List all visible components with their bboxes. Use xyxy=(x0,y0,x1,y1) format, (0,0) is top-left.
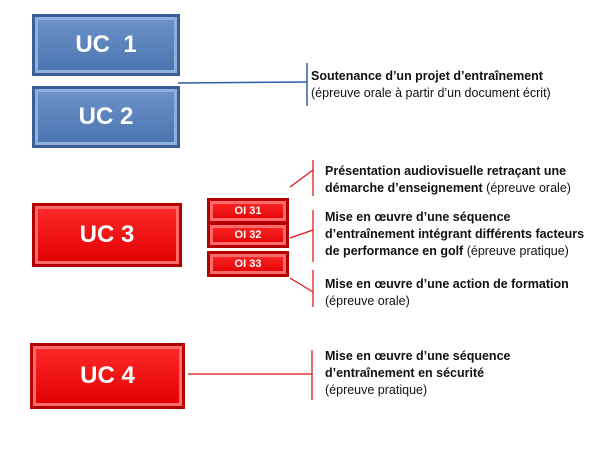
uc3-desc2-line1: Mise en œuvre d’une séquence xyxy=(325,210,511,224)
uc2-block: UC 2 xyxy=(32,86,180,148)
uc1-label: UC 1 xyxy=(75,31,137,58)
oi-connector-2 xyxy=(289,229,314,239)
uc2-label: UC 2 xyxy=(78,103,134,130)
oi31-label: OI 31 xyxy=(234,205,262,217)
uc12-subtitle: (épreuve orale à partir d’un document éc… xyxy=(311,86,551,100)
uc4-desc-line1: Mise en œuvre d’une séquence xyxy=(325,349,511,363)
oi31-block: OI 31 xyxy=(207,198,289,224)
oi33-label: OI 33 xyxy=(234,258,262,270)
uc4-desc-line2: d’entraînement en sécurité xyxy=(325,366,485,380)
oi32-label: OI 32 xyxy=(234,229,262,241)
uc12-description: Soutenance d’un projet d’entraînement (é… xyxy=(311,68,596,102)
uc3-label: UC 3 xyxy=(79,221,135,248)
oi33-block: OI 33 xyxy=(207,251,289,277)
uc12-connector xyxy=(177,81,308,84)
uc12-title: Soutenance d’un projet d’entraînement xyxy=(311,69,543,83)
uc3-desc2-line2: d’entraînement intégrant différents fact… xyxy=(325,227,585,241)
oi32-block: OI 32 xyxy=(207,222,289,248)
uc3-block: UC 3 xyxy=(32,203,182,267)
uc3-desc2-line3: de performance en golf xyxy=(325,244,464,258)
uc3-description-3: Mise en œuvre d’une action de formation … xyxy=(325,276,597,310)
oi-connector-1 xyxy=(289,169,314,188)
uc3-desc1-note: (épreuve orale) xyxy=(482,181,571,195)
uc4-description: Mise en œuvre d’une séquence d’entraînem… xyxy=(325,348,597,399)
oi-connector-3 xyxy=(289,277,314,293)
uc3-desc3-line2: (épreuve orale) xyxy=(325,294,410,308)
uc1-block: UC 1 xyxy=(32,14,180,76)
uc3-description-2: Mise en œuvre d’une séquence d’entraînem… xyxy=(325,209,600,260)
uc3-desc2-note: (épreuve pratique) xyxy=(463,244,569,258)
uc3-description-1: Présentation audiovisuelle retraçant une… xyxy=(325,163,597,197)
uc3-desc1-line2: démarche d’enseignement xyxy=(325,181,483,195)
uc4-block: UC 4 xyxy=(30,343,185,409)
uc3-desc1-line1: Présentation audiovisuelle retraçant une xyxy=(325,164,567,178)
uc4-desc-line3: (épreuve pratique) xyxy=(325,383,428,397)
uc3-desc3-line1: Mise en œuvre d’une action de formation xyxy=(325,277,569,291)
uc4-label: UC 4 xyxy=(80,362,135,389)
